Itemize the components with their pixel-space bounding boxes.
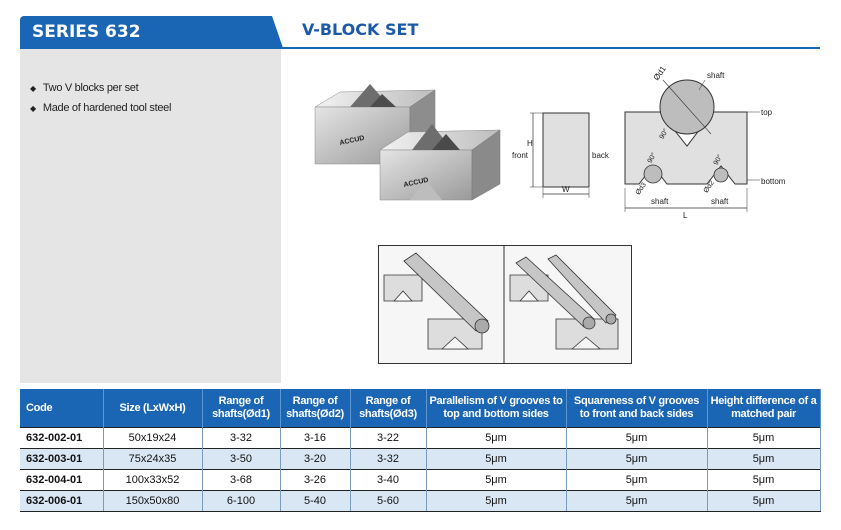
side-view-block [542,112,590,188]
table-cell: 50x19x24 [103,427,203,449]
front-label: front [512,151,529,160]
feature-item: ◆ Made of hardened tool steel [30,98,171,118]
table-cell: 3-16 [280,427,351,449]
table-cell: 5μm [426,469,567,491]
table-row: 632-004-01 100x33x52 3-68 3-26 3-40 5μm … [20,469,821,491]
series-label: SERIES 632 [32,22,141,42]
table-cell: 5μm [426,427,567,449]
d1-label: Ød1 [652,64,668,82]
product-title: V-BLOCK SET [302,20,419,39]
length-label: L [683,211,688,220]
small-shaft-right [713,167,729,183]
feature-text: Made of hardened tool steel [42,102,172,114]
bottom-side-label: bottom [761,177,786,186]
table-cell: 150x50x80 [103,490,203,512]
table-cell: 5-60 [350,490,427,512]
table-cell: 5μm [707,469,821,491]
table-cell: 5μm [566,490,708,512]
top-side-label: top [761,108,773,117]
top-shaft-label: shaft [707,71,725,80]
back-label: back [592,151,610,160]
table-cell: 5μm [566,469,708,491]
small-shaft-left [643,164,663,184]
diamond-bullet-icon: ◆ [30,83,36,93]
header-divider [20,47,820,49]
column-header: Squareness of V grooves to front and bac… [566,389,708,428]
table-cell: 3-22 [350,427,427,449]
table-cell: 632-006-01 [20,490,104,512]
usage-illustration [378,245,632,364]
table-cell: 3-68 [202,469,281,491]
double-shaft-setup [509,254,619,350]
table-cell: 5μm [566,448,708,470]
spec-table: Code Size (LxWxH) Range of shafts(Ød1) R… [20,389,821,512]
table-cell: 6-100 [202,490,281,512]
cross-section-diagram: Ød1 shaft 90° top 90° 90° Ød3 Ød2 shaft … [624,64,786,220]
column-header: Height difference of a matched pair [707,389,821,428]
feature-panel [20,49,281,383]
left-shaft-label: shaft [651,197,669,206]
table-cell: 632-002-01 [20,427,104,449]
table-header-row: Code Size (LxWxH) Range of shafts(Ød1) R… [20,389,821,428]
table-row: 632-002-01 50x19x24 3-32 3-16 3-22 5μm 5… [20,427,821,449]
product-photo: ACCUD ACCUD [314,84,501,201]
feature-item: ◆ Two V blocks per set [30,78,171,98]
table-row: 632-003-01 75x24x35 3-50 3-20 3-32 5μm 5… [20,448,821,470]
table-cell: 5μm [707,490,821,512]
feature-list: ◆ Two V blocks per set ◆ Made of hardened … [30,78,171,118]
column-header: Code [20,389,104,428]
width-label: W [562,185,570,194]
table-cell: 5μm [566,427,708,449]
series-tab: SERIES 632 [20,16,283,48]
column-header: Size (LxWxH) [103,389,203,428]
table-cell: 3-26 [280,469,351,491]
table-cell: 100x33x52 [103,469,203,491]
table-cell: 5-40 [280,490,351,512]
column-header: Range of shafts(Ød2) [280,389,351,428]
v-block-front: ACCUD [379,124,501,201]
column-header: Range of shafts(Ød1) [202,389,281,428]
table-cell: 3-32 [350,448,427,470]
single-shaft-setup [383,252,490,350]
table-cell: 632-004-01 [20,469,104,491]
diamond-bullet-icon: ◆ [30,103,36,113]
table-cell: 632-003-01 [20,448,104,470]
column-header: Range of shafts(Ød3) [350,389,427,428]
table-cell: 5μm [707,448,821,470]
table-cell: 5μm [426,490,567,512]
table-cell: 3-40 [350,469,427,491]
right-shaft-label: shaft [711,197,729,206]
side-view-diagram: H front back W [512,112,610,198]
column-header: Parallelism of V grooves to top and bott… [426,389,567,428]
table-row: 632-006-01 150x50x80 6-100 5-40 5-60 5μm… [20,490,821,512]
height-label: H [527,139,533,148]
feature-text: Two V blocks per set [42,82,139,94]
table-cell: 75x24x35 [103,448,203,470]
table-cell: 5μm [426,448,567,470]
table-cell: 5μm [707,427,821,449]
table-cell: 3-32 [202,427,281,449]
table-cell: 3-50 [202,448,281,470]
table-cell: 3-20 [280,448,351,470]
